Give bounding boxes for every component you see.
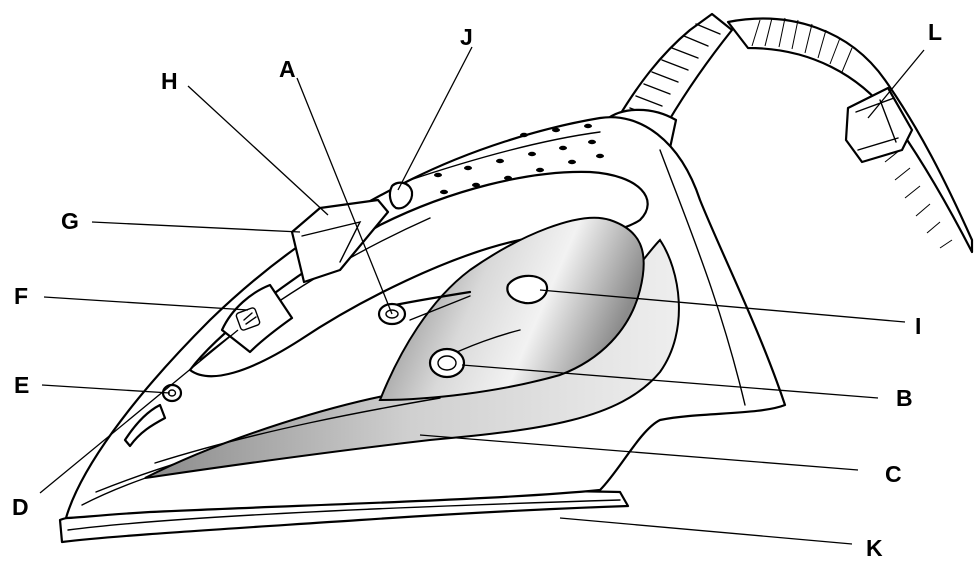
callout-D: D [12, 494, 29, 520]
callout-K: K [866, 535, 883, 561]
callout-C: C [885, 461, 902, 487]
spray-cap [388, 181, 414, 210]
callout-I: I [915, 313, 921, 339]
steam-vents [434, 123, 604, 195]
filling-opening [506, 274, 549, 305]
callout-G: G [61, 208, 79, 234]
callout-F: F [14, 283, 28, 309]
callout-J: J [460, 24, 473, 50]
callout-H: H [161, 68, 178, 94]
callout-L: L [928, 19, 942, 45]
water-inlet-cover [123, 403, 167, 448]
spray-button [220, 283, 294, 354]
temperature-dial [428, 347, 466, 379]
callout-labels: A B C D E F G H I J K L [12, 19, 942, 561]
callout-A: A [279, 56, 296, 82]
power-cord [726, 17, 974, 254]
cord-clip [844, 86, 914, 164]
callout-E: E [14, 372, 29, 398]
callout-B: B [896, 385, 913, 411]
leader-lines [39, 46, 925, 545]
